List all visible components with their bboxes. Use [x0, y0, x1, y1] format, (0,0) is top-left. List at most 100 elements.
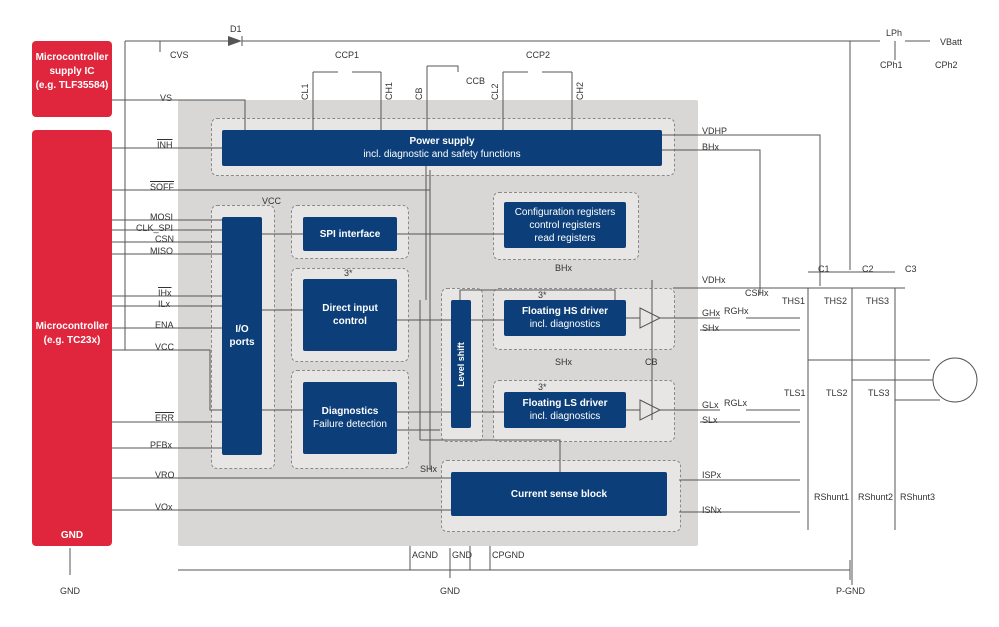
io-ports-line2: ports [229, 337, 255, 348]
glx-label: GLx [702, 400, 719, 410]
supply-ic-block: Microcontroller supply IC (e.g. TLF35584… [32, 41, 112, 117]
gnd-mid-label: GND [440, 586, 460, 596]
ths2-label: THS2 [824, 296, 848, 306]
direct-input-block: Direct input control [303, 279, 397, 351]
bhx-inner-label: BHx [555, 263, 573, 273]
pfbx-label: PFBx [150, 440, 173, 450]
mcu-gnd-label: GND [60, 530, 84, 541]
current-sense-title: Current sense block [510, 488, 608, 500]
ccb-label: CCB [466, 76, 486, 86]
microcontroller-block: Microcontroller (e.g. TC23x) GND [32, 130, 112, 546]
ls-driver-block: Floating LS driver incl. diagnostics [504, 392, 626, 428]
gnd-left-label: GND [60, 586, 80, 596]
diagnostics-line2: Failure detection [313, 419, 387, 430]
rshunt1-label: RShunt1 [814, 492, 850, 502]
supply-ic-line1: Microcontroller [35, 52, 109, 63]
rglx-label: RGLx [724, 398, 748, 408]
clk-spi-label: CLK_SPI [136, 223, 174, 233]
config-registers-block: Configuration registers control register… [504, 202, 626, 248]
ccp2-label: CCP2 [526, 50, 551, 60]
vox-label: VOx [155, 502, 173, 512]
rshunt3-label: RShunt3 [900, 492, 936, 502]
soff-label: SOFF [150, 182, 174, 192]
direct-input-line1: Direct input [322, 303, 378, 314]
direct-input-line2: control [333, 316, 367, 327]
ispx-label: ISPx [702, 470, 722, 480]
isnx-label: ISNx [702, 505, 722, 515]
tls3-label: TLS3 [868, 388, 890, 398]
io-ports-line1: I/O [235, 324, 249, 335]
supply-ic-line3: (e.g. TLF35584) [35, 80, 109, 91]
vs-label: VS [160, 93, 173, 103]
ghx-label: GHx [702, 308, 720, 318]
err-label: ERR [155, 413, 175, 423]
ls-driver-subtitle: incl. diagnostics [529, 411, 601, 422]
cshx-label: CSHx [745, 288, 769, 298]
ths3-label: THS3 [866, 296, 890, 306]
tls1-label: TLS1 [784, 388, 806, 398]
vcc-label: VCC [155, 342, 175, 352]
ihx-label: IHx [158, 288, 172, 298]
shx-label: SHx [702, 323, 720, 333]
cph2-label: CPh2 [935, 60, 958, 70]
diagnostics-block: Diagnostics Failure detection [303, 382, 397, 454]
power-supply-block: Power supply incl. diagnostic and safety… [222, 130, 662, 166]
rghx-label: RGHx [724, 306, 749, 316]
spi-interface-block: SPI interface [303, 217, 397, 251]
cvs-label: CVS [170, 50, 189, 60]
power-supply-title: Power supply [409, 136, 475, 147]
cpgnd-label: CPGND [492, 550, 525, 560]
rshunt2-label: RShunt2 [858, 492, 894, 502]
csn-label: CSN [155, 234, 175, 244]
cb-inner-label: CB [645, 357, 658, 367]
power-supply-subtitle: incl. diagnostic and safety functions [363, 149, 521, 160]
d1-label: D1 [230, 24, 242, 34]
gnd-label: GND [452, 550, 472, 560]
pin-cl2: CL2 [490, 83, 500, 100]
tls2-label: TLS2 [826, 388, 848, 398]
vdhp-label: VDHP [702, 126, 728, 136]
pin-cl1: CL1 [300, 83, 310, 100]
three-star-2: 3* [538, 290, 547, 300]
shx-inner-label-2: SHx [420, 464, 438, 474]
ena-label: ENA [155, 320, 174, 330]
three-star-3: 3* [538, 382, 547, 392]
bhx-right-label: BHx [702, 142, 720, 152]
hs-driver-subtitle: incl. diagnostics [529, 319, 601, 330]
mcu-line2: (e.g. TC23x) [43, 335, 101, 346]
vcc-inner-label: VCC [262, 196, 282, 206]
agnd-label: AGND [412, 550, 439, 560]
three-star-1: 3* [344, 268, 353, 278]
pin-ch1: CH1 [384, 81, 394, 100]
ls-driver-title: Floating LS driver [522, 398, 608, 409]
level-shift-block: Level shift [451, 300, 471, 428]
pgnd-label: P-GND [836, 586, 865, 596]
hs-driver-block: Floating HS driver incl. diagnostics [504, 300, 626, 336]
config-line1: Configuration registers [514, 206, 616, 218]
miso-label: MISO [150, 246, 174, 256]
cph1-label: CPh1 [880, 60, 903, 70]
ths1-label: THS1 [782, 296, 806, 306]
io-ports-block: I/O ports [222, 217, 262, 455]
mosi-label: MOSI [150, 212, 174, 222]
diagnostics-line1: Diagnostics [321, 406, 379, 417]
ilx-label: ILx [158, 299, 171, 309]
lph-label: LPh [886, 28, 903, 38]
current-sense-block: Current sense block [451, 472, 667, 516]
pin-cb: CB [414, 87, 424, 100]
vro-label: VRO [155, 470, 175, 480]
c2-label: C2 [862, 264, 874, 274]
pin-ch2: CH2 [575, 81, 585, 100]
shx-inner-label: SHx [555, 357, 573, 367]
c1-label: C1 [818, 264, 830, 274]
ccp1-label: CCP1 [335, 50, 360, 60]
config-line2: control registers [529, 219, 601, 231]
hs-driver-title: Floating HS driver [521, 306, 609, 317]
vdhx-label: VDHx [702, 275, 726, 285]
c3-label: C3 [905, 264, 917, 274]
slx-label: SLx [702, 415, 718, 425]
inh-label: INH [157, 140, 173, 150]
mcu-line1: Microcontroller [35, 321, 109, 332]
supply-ic-line2: supply IC [49, 66, 95, 77]
